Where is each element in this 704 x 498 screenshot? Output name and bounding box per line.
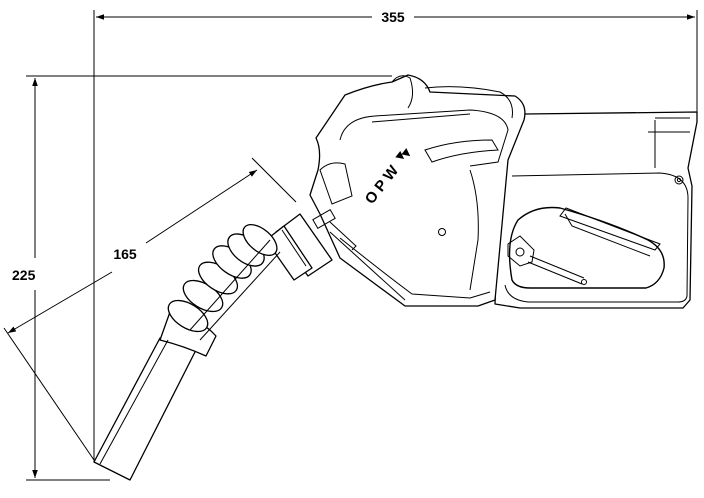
spout-inner-edge-1 (189, 239, 271, 331)
collar-ring-2 (265, 225, 313, 281)
latch-rod-end (581, 279, 587, 285)
nozzle-body (309, 74, 698, 309)
trigger-lever-edge (564, 213, 651, 257)
trigger-lever (559, 207, 661, 251)
body-contour (469, 169, 479, 291)
belly-line (339, 237, 491, 299)
collar-notch (312, 208, 336, 230)
logo-diamond-icon (395, 148, 411, 160)
latch-pin (515, 247, 525, 257)
top-ridge (424, 86, 513, 119)
spout-collar (265, 213, 333, 281)
top-bump (391, 75, 414, 109)
guard-screw-center (676, 177, 682, 183)
spout-label: 165 (113, 246, 137, 262)
dimension-spout: 165 (3, 157, 297, 461)
spring-coils (167, 223, 278, 333)
belly-edge (329, 231, 406, 301)
latch-rod-2 (529, 255, 585, 279)
spout (93, 223, 281, 481)
valve-body (309, 74, 526, 307)
body-boss (438, 228, 446, 236)
spout-extension-tip (3, 327, 95, 461)
spout-tube-line (99, 339, 169, 465)
dimension-height: 225 (12, 75, 392, 481)
spout-arrow-lower (7, 271, 113, 334)
spout-tube (93, 337, 197, 481)
upper-panel (339, 109, 509, 167)
trigger-opening (508, 206, 665, 289)
spout-inner-edge-2 (199, 251, 281, 341)
label-tab (424, 139, 499, 163)
guard-screw (674, 175, 684, 185)
collar-line (281, 229, 307, 267)
dimension-width: 355 (93, 9, 698, 462)
height-label: 225 (12, 267, 36, 283)
spout-arrow-upper (145, 169, 258, 244)
collar-detail (329, 221, 357, 251)
upper-panel-line (371, 113, 471, 123)
latch-rod (527, 261, 583, 285)
latch (507, 235, 535, 267)
hand-guard (494, 109, 698, 309)
spout-extension-body (251, 157, 297, 203)
side-tab (319, 162, 353, 205)
width-label: 355 (381, 9, 405, 25)
